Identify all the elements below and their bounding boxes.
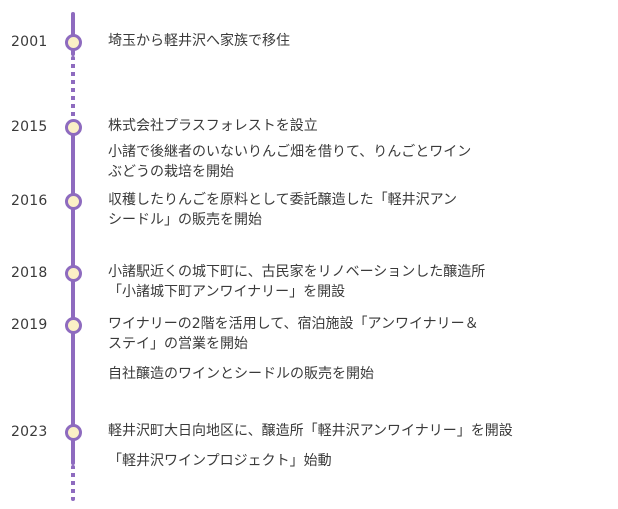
event-description: 株式会社プラスフォレストを設立 [108,116,608,136]
event-text-line: 株式会社プラスフォレストを設立 [108,118,318,134]
event-description: ワイナリーの2階を活用して、宿泊施設「アンワイナリー＆ ステイ」の営業を開始 [108,314,608,354]
year-label: 2019 [11,317,48,333]
year-label: 2015 [11,119,48,135]
event-text-line: 小諸で後継者のいないりんご畑を借りて、りんごとワイン [108,144,472,160]
event-description: 軽井沢町大日向地区に、醸造所「軽井沢アンワイナリー」を開設 [108,421,608,441]
event-text-line: 軽井沢町大日向地区に、醸造所「軽井沢アンワイナリー」を開設 [108,423,513,439]
event-description: 小諸駅近くの城下町に、古民家をリノベーションした醸造所「小諸城下町アンワイナリー… [108,262,608,302]
event-description: 自社醸造のワインとシードルの販売を開始 [108,364,608,384]
event-text-line: 小諸駅近くの城下町に、古民家をリノベーションした醸造所 [108,264,486,280]
event-text-line: 収穫したりんごを原料として委託醸造した「軽井沢アン [108,192,458,208]
timeline-node [64,423,82,441]
timeline-node [64,33,82,51]
timeline-line-bottom [71,465,75,501]
event-text-line: 「軽井沢ワインプロジェクト」始動 [108,453,332,469]
event-text-line: ワイナリーの2階を活用して、宿泊施設「アンワイナリー＆ [108,316,479,332]
timeline-line-main [71,120,75,465]
event-text-line: ステイ」の営業を開始 [108,336,248,352]
year-label: 2018 [11,265,48,281]
event-description: 「軽井沢ワインプロジェクト」始動 [108,451,608,471]
timeline-node [64,118,82,136]
event-text-line: ぶどうの栽培を開始 [108,164,234,180]
event-text-line: 自社醸造のワインとシードルの販売を開始 [108,366,374,382]
event-text-line: シードル」の販売を開始 [108,212,262,228]
year-label: 2023 [11,424,48,440]
timeline-line-gap [71,56,75,120]
timeline-node [64,316,82,334]
event-text-line: 「小諸城下町アンワイナリー」を開設 [108,284,346,300]
year-label: 2001 [11,34,48,50]
event-description: 小諸で後継者のいないりんご畑を借りて、りんごとワインぶどうの栽培を開始 [108,142,608,182]
event-description: 収穫したりんごを原料として委託醸造した「軽井沢アンシードル」の販売を開始 [108,190,608,230]
event-description: 埼玉から軽井沢へ家族で移住 [108,31,608,51]
timeline-node [64,192,82,210]
year-label: 2016 [11,193,48,209]
timeline-node [64,264,82,282]
event-text-line: 埼玉から軽井沢へ家族で移住 [108,33,290,49]
